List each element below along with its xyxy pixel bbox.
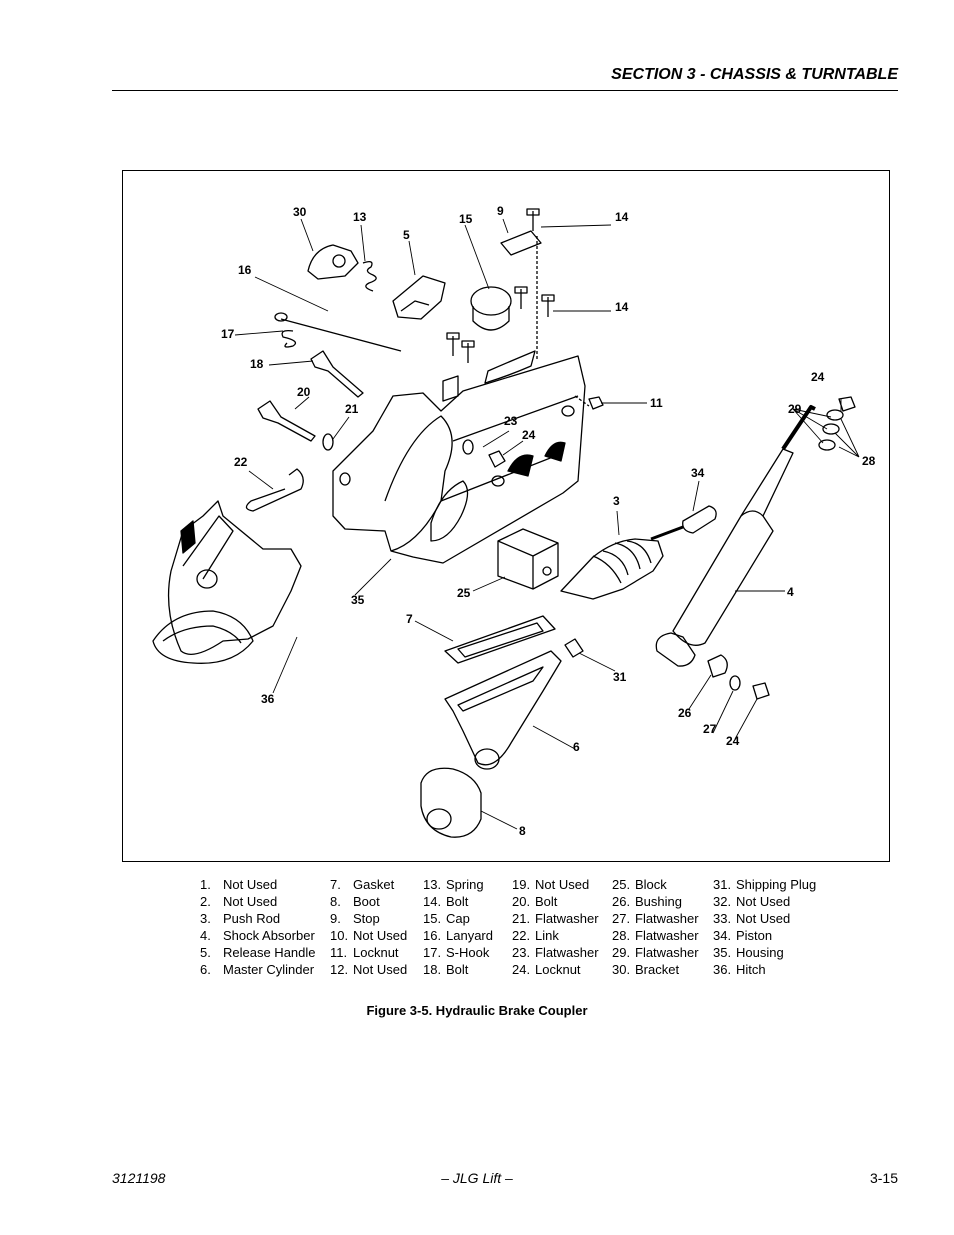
callout: 29 [788, 402, 802, 416]
callout: 6 [573, 740, 580, 754]
part-item: 14.Bolt [423, 894, 469, 909]
part-item: 28.Flatwasher [612, 928, 699, 943]
page-header: SECTION 3 - CHASSIS & TURNTABLE [112, 64, 898, 91]
callout: 21 [345, 402, 359, 416]
part-item: 34.Piston [713, 928, 773, 943]
part-item: 4.Shock Absorber [200, 928, 315, 943]
callout: 20 [297, 385, 311, 399]
callout: 27 [703, 722, 717, 736]
callout: 31 [613, 670, 627, 684]
part-item: 32.Not Used [713, 894, 791, 909]
callout: 30 [293, 205, 307, 219]
part-item: 8.Boot [330, 894, 380, 909]
page-number: 3-15 [869, 1170, 898, 1186]
callout: 8 [519, 824, 526, 838]
part-item: 6.Master Cylinder [200, 962, 315, 977]
callout: 35 [351, 593, 365, 607]
part-item: 25.Block [612, 877, 667, 892]
callout: 17 [221, 327, 235, 341]
part-item: 29.Flatwasher [612, 945, 699, 960]
figure-frame: 30 13 9 14 5 15 16 14 17 18 24 11 20 21 … [122, 170, 890, 862]
callout: 23 [504, 414, 518, 428]
part-item: 26.Bushing [612, 894, 682, 909]
part-item: 21.Flatwasher [512, 911, 599, 926]
callout: 16 [238, 263, 252, 277]
part-item: 12.Not Used [330, 962, 408, 977]
callout: 25 [457, 586, 471, 600]
callout: 22 [234, 455, 248, 469]
part-item: 24.Locknut [512, 962, 581, 977]
part-item: 15.Cap [423, 911, 470, 926]
part-item: 33.Not Used [713, 911, 791, 926]
callout: 13 [353, 210, 367, 224]
callout: 14 [615, 300, 629, 314]
callout: 24 [811, 370, 825, 384]
callout: 36 [261, 692, 275, 706]
part-item: 20.Bolt [512, 894, 558, 909]
parts-column: 1.Not Used 2.Not Used 3.Push Rod 4.Shock… [200, 876, 316, 978]
parts-column: 13.Spring 14.Bolt 15.Cap 16.Lanyard 17.S… [423, 876, 493, 978]
part-item: 27.Flatwasher [612, 911, 699, 926]
callout: 7 [406, 612, 413, 626]
part-item: 10.Not Used [330, 928, 408, 943]
figure-caption: Figure 3-5. Hydraulic Brake Coupler [366, 1003, 588, 1018]
callout: 4 [787, 585, 794, 599]
part-item: 31.Shipping Plug [713, 877, 817, 892]
part-item: 23.Flatwasher [512, 945, 599, 960]
part-item: 22.Link [512, 928, 559, 943]
callout: 34 [691, 466, 705, 480]
part-item: 18.Bolt [423, 962, 469, 977]
parts-column: 25.Block 26.Bushing 27.Flatwasher 28.Fla… [612, 876, 699, 978]
callout: 28 [862, 454, 876, 468]
callout: 9 [497, 204, 504, 218]
part-item: 36.Hitch [713, 962, 766, 977]
callout: 5 [403, 228, 410, 242]
parts-column: 19.Not Used 20.Bolt 21.Flatwasher 22.Lin… [512, 876, 599, 978]
callout: 24 [522, 428, 536, 442]
exploded-view-drawing [152, 208, 856, 838]
brake-coupler-diagram: 30 13 9 14 5 15 16 14 17 18 24 11 20 21 … [152, 204, 876, 838]
callout: 11 [650, 396, 663, 410]
callout: 18 [250, 357, 264, 371]
housing-part [332, 355, 586, 564]
callout: 14 [615, 210, 629, 224]
leader-lines [234, 218, 860, 830]
part-item: 35.Housing [713, 945, 784, 960]
part-item: 7.Gasket [330, 877, 395, 892]
callout: 26 [678, 706, 692, 720]
part-item: 9.Stop [330, 911, 380, 926]
callout: 24 [726, 734, 740, 748]
part-item: 11.Locknut [330, 945, 399, 960]
parts-column: 31.Shipping Plug 32.Not Used 33.Not Used… [713, 876, 816, 978]
part-item: 2.Not Used [200, 894, 278, 909]
part-item: 30.Bracket [612, 962, 680, 977]
part-item: 5.Release Handle [200, 945, 316, 960]
part-item: 13.Spring [423, 877, 484, 892]
hitch-part [167, 500, 302, 655]
callout: 3 [613, 494, 620, 508]
part-item: 17.S-Hook [423, 945, 490, 960]
part-item: 1.Not Used [200, 877, 278, 892]
footer-brand: – JLG Lift – [441, 1170, 513, 1186]
part-item: 3.Push Rod [200, 911, 281, 926]
callout: 15 [459, 212, 473, 226]
part-item: 19.Not Used [512, 877, 590, 892]
part-item: 16.Lanyard [423, 928, 493, 943]
doc-number: 3121198 [112, 1170, 166, 1186]
parts-column: 7.Gasket 8.Boot 9.Stop 10.Not Used 11.Lo… [330, 876, 407, 978]
section-title: SECTION 3 - CHASSIS & TURNTABLE [611, 66, 898, 83]
callout-numbers: 30 13 9 14 5 15 16 14 17 18 24 11 20 21 … [221, 204, 876, 838]
